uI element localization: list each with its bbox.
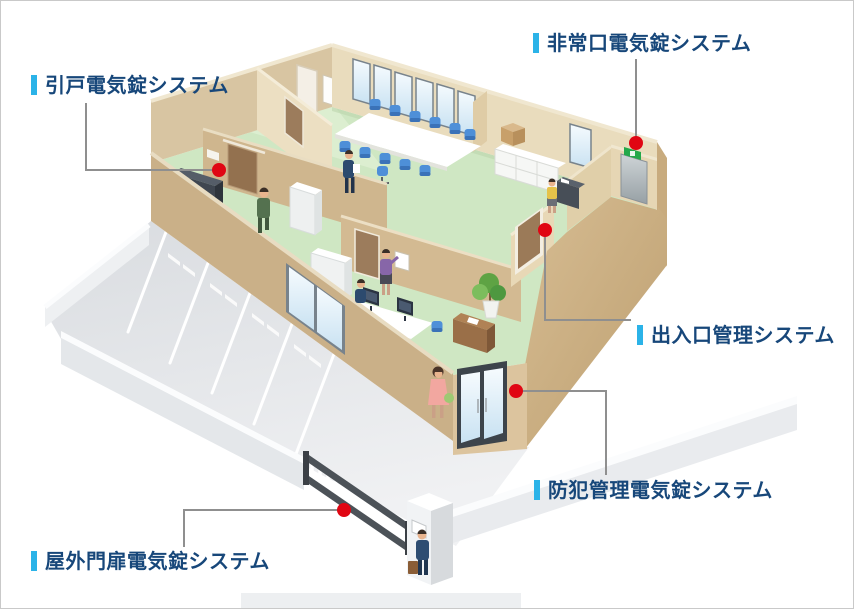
boundary-wall-northwest (43, 223, 151, 327)
front-window (317, 287, 342, 350)
person-walking-green-suit (257, 187, 270, 233)
leader-lines (85, 59, 637, 547)
person-woman-at-copier (547, 178, 557, 213)
lock-markers (212, 136, 643, 517)
leader-outdoor-gate (183, 509, 344, 547)
door-sign (207, 149, 219, 161)
sliding-door (227, 143, 258, 195)
wall-northeast (331, 43, 658, 204)
wheel-stops (168, 253, 321, 368)
parking-slot-lines (126, 230, 336, 456)
front-window (289, 267, 314, 330)
person-sitting-at-desk (355, 279, 366, 303)
parking-surface (45, 221, 529, 546)
marker-sliding-door (212, 163, 226, 177)
person-manager-with-paper (343, 150, 360, 193)
storage-window (569, 123, 592, 169)
road-strip (241, 593, 521, 608)
marker-entrance-management (538, 223, 552, 237)
cabinet-drawers (494, 155, 559, 187)
conference-windows (352, 57, 476, 138)
marker-emergency-exit (629, 136, 643, 150)
leader-entrance-management (544, 230, 631, 321)
reception-desk (453, 313, 495, 353)
leader-security-management (516, 390, 607, 475)
monitor (397, 297, 413, 321)
annotations (85, 59, 643, 547)
managed-door (518, 211, 540, 269)
people (257, 150, 557, 575)
partition-jut (473, 91, 487, 152)
cardboard-box (501, 123, 525, 146)
shopping-bag (444, 393, 454, 403)
person-visitor-pink (428, 366, 454, 418)
conference-room (335, 99, 481, 184)
wall-control-panel (394, 250, 410, 272)
entrance (453, 361, 527, 455)
parking-lot (43, 221, 797, 608)
wall-emergency-exit (610, 144, 660, 210)
leader-sliding-door (85, 103, 219, 171)
wall-southeast-shell (525, 197, 667, 449)
emergency-exit-door (620, 153, 648, 205)
briefcase (408, 561, 418, 574)
conference-table (335, 113, 481, 167)
marker-security-management (509, 384, 523, 398)
entrance-door-left (461, 372, 480, 443)
exit-sign (624, 147, 641, 160)
wardrobe-cabinet (289, 182, 322, 236)
person-visitor-at-gate (408, 529, 429, 575)
boundary-wall-southwest (61, 331, 304, 490)
office-building (149, 43, 667, 455)
inner-door (284, 95, 304, 149)
copier (557, 177, 585, 209)
entrance-door-right (484, 368, 503, 439)
marker-outdoor-gate (337, 503, 351, 517)
potted-plant (472, 273, 506, 319)
sliding-door-rail (222, 138, 266, 155)
wall-exit-corridor (566, 145, 612, 231)
wall-sliding-door (202, 127, 388, 236)
office-door (354, 228, 380, 280)
wall-conference-left (256, 66, 333, 187)
wall-front-low (149, 151, 455, 441)
monitor (363, 287, 379, 311)
person-woman-at-panel (380, 249, 399, 295)
